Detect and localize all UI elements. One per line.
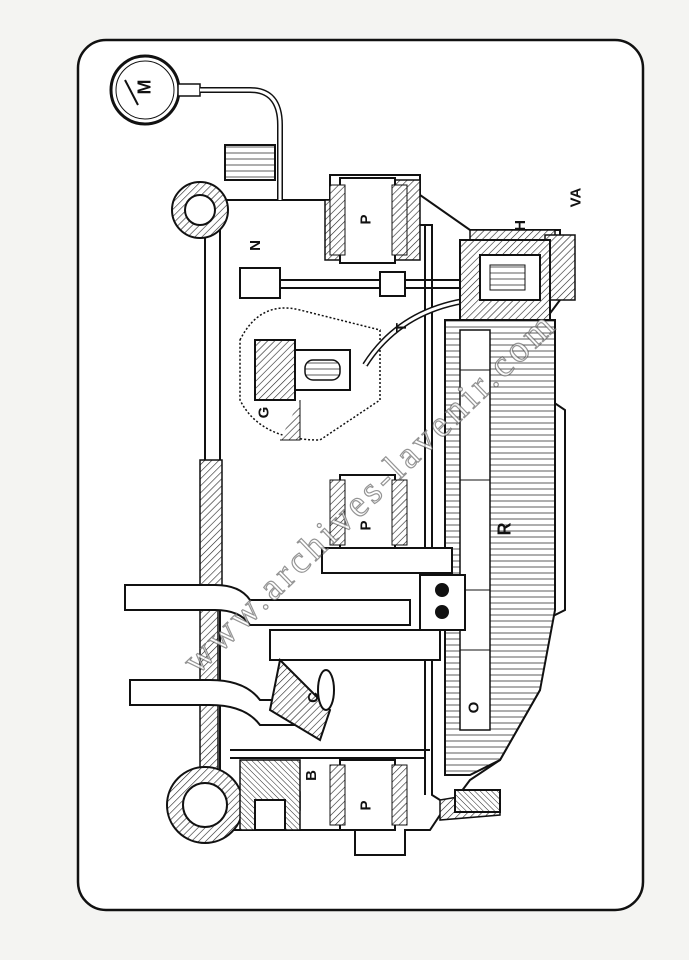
label-m: M: [134, 79, 155, 95]
connecting-rod: [268, 657, 335, 742]
label-n: N: [246, 240, 264, 251]
control-rod: [239, 267, 510, 299]
oil-sump: [444, 319, 556, 776]
upper-boss: [171, 181, 229, 239]
label-h: H: [511, 220, 529, 231]
label-o: O: [465, 701, 483, 714]
crankshaft: [124, 574, 466, 726]
label-t: T: [393, 322, 411, 333]
pump-mid: [321, 474, 453, 574]
pressure-gauge: [109, 54, 283, 200]
regulator-housing: [459, 239, 551, 321]
drain-fitting: [454, 789, 501, 813]
label-r: R: [494, 522, 515, 536]
valve-group: [239, 297, 471, 441]
pump-bottom: [329, 759, 408, 831]
label-p-bottom: P: [357, 800, 375, 811]
label-b: B: [302, 770, 320, 781]
oil-gallery: [230, 224, 441, 801]
gear-drive: [239, 759, 301, 831]
lower-boss: [166, 766, 244, 844]
label-c: C: [304, 692, 322, 703]
pump-top: [329, 177, 408, 264]
label-g: G: [255, 406, 273, 419]
label-p-top: P: [357, 214, 375, 225]
label-va: VA: [567, 187, 585, 208]
